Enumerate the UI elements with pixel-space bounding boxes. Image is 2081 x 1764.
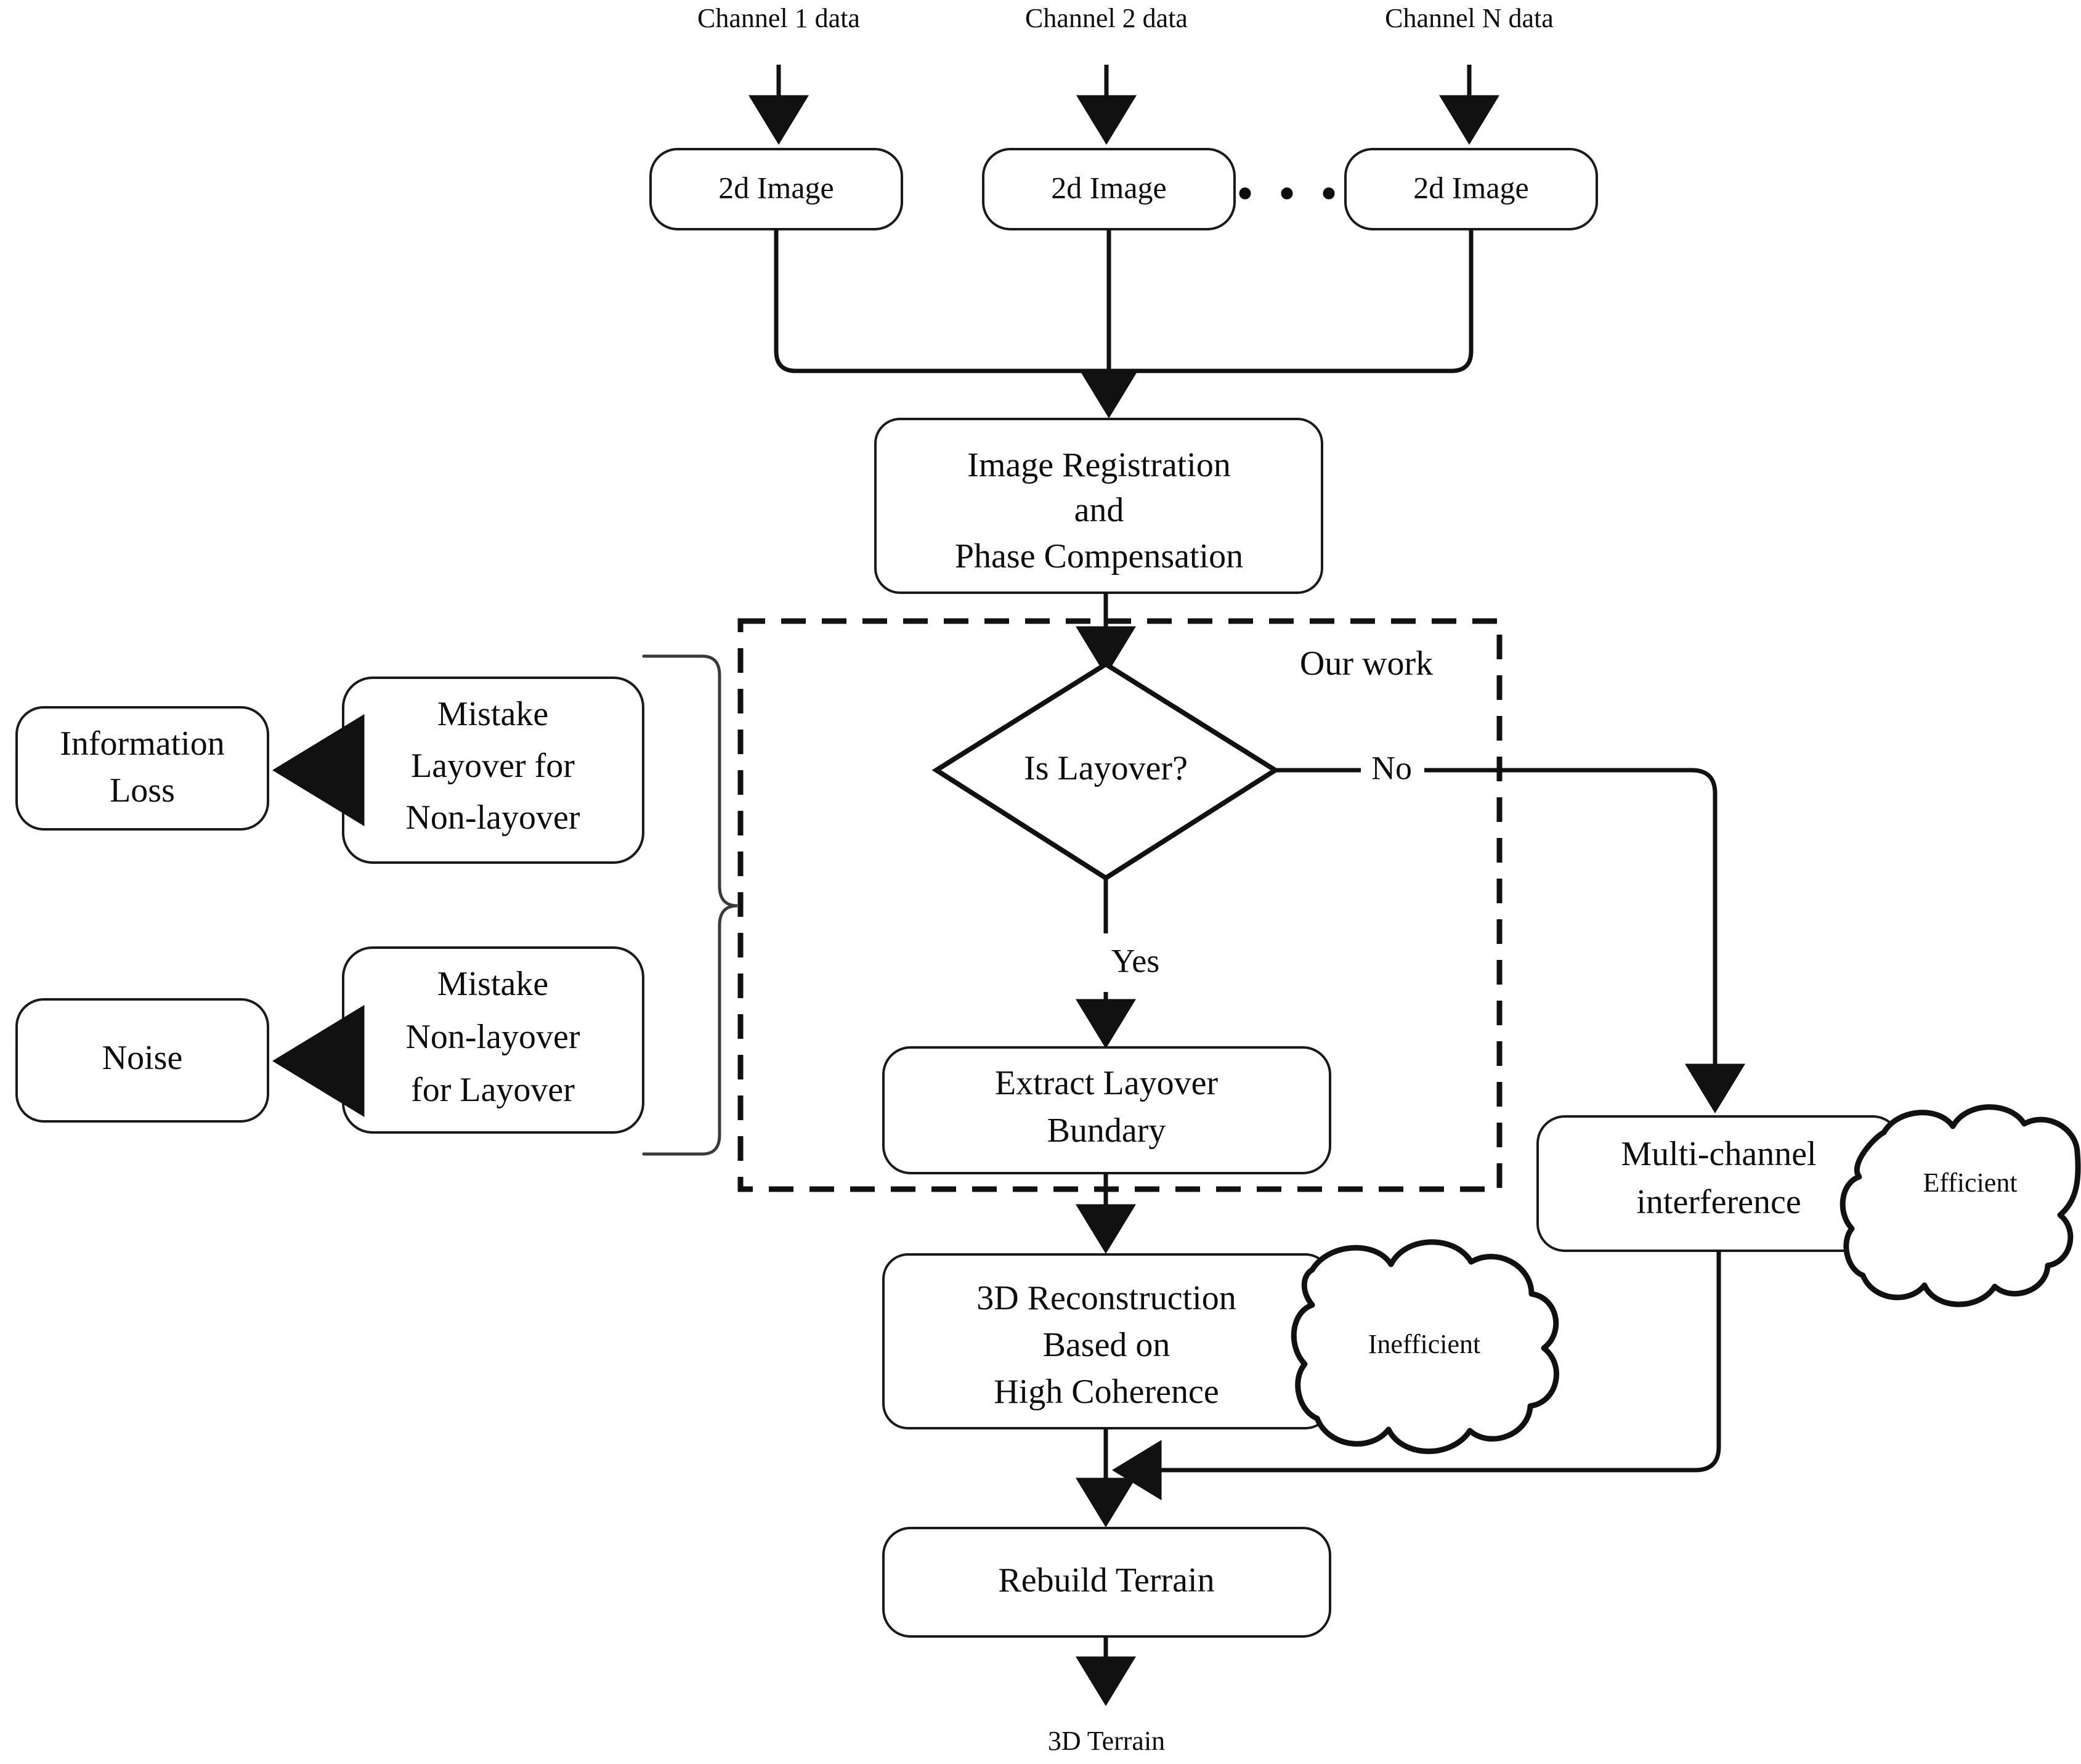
merge-line-left <box>774 229 1101 373</box>
brace-error-cases <box>642 654 738 1156</box>
node-information-loss-line1: Information <box>60 725 224 763</box>
node-image-registration-line2: and <box>1074 491 1124 529</box>
node-information-loss-line2: Loss <box>110 771 175 810</box>
node-information-loss[interactable] <box>15 706 269 831</box>
edge-multichannel-return <box>1152 1251 1721 1473</box>
ellipsis-between-channels: • • • <box>1236 166 1344 221</box>
node-mistake-layover-line2: Layover for <box>411 747 575 785</box>
node-mistake-layover-line1: Mistake <box>437 695 548 733</box>
node-recon-line3: High Coherence <box>994 1373 1219 1411</box>
cloud-inefficient-label: Inefficient <box>1368 1329 1480 1359</box>
edge-label-yes: Yes <box>1111 942 1160 979</box>
edge-no-route <box>1424 768 1718 1087</box>
node-image-registration-line1: Image Registration <box>967 446 1231 484</box>
caption-3d-terrain-output: 3D Terrain <box>1048 1726 1165 1756</box>
node-image-registration-line3: Phase Compensation <box>955 537 1243 575</box>
node-2d-image-n-label: 2d Image <box>1413 170 1528 205</box>
node-extract-line1: Extract Layover <box>995 1064 1219 1102</box>
node-mistake-nonlayover-line3: for Layover <box>411 1071 575 1109</box>
node-mistake-nonlayover-line2: Non-layover <box>405 1018 580 1056</box>
node-multichannel-line2: interference <box>1636 1183 1801 1221</box>
node-2d-image-2-label: 2d Image <box>1051 170 1166 205</box>
node-extract-line2: Bundary <box>1047 1112 1166 1150</box>
cloud-efficient-label: Efficient <box>1923 1168 2017 1198</box>
node-mistake-layover-line3: Non-layover <box>405 799 580 837</box>
node-recon-line2: Based on <box>1043 1326 1170 1364</box>
node-noise[interactable] <box>15 998 269 1123</box>
caption-channel-n: Channel N data <box>1385 3 1554 33</box>
edge-label-no: No <box>1371 749 1412 786</box>
caption-channel-1: Channel 1 data <box>697 3 860 33</box>
node-rebuild-terrain-label: Rebuild Terrain <box>998 1561 1214 1599</box>
our-work-label: Our work <box>1300 644 1433 683</box>
cloud-efficient <box>1840 1104 2081 1307</box>
node-image-registration[interactable] <box>874 418 1323 594</box>
node-multichannel-line1: Multi-channel <box>1621 1135 1816 1173</box>
our-work-dashed-region <box>737 618 1503 1192</box>
node-mistake-nonlayover-line1: Mistake <box>437 965 548 1003</box>
caption-channel-2: Channel 2 data <box>1025 3 1188 33</box>
cloud-inefficient <box>1291 1239 1559 1454</box>
node-recon-line1: 3D Reconstruction <box>976 1279 1236 1317</box>
node-noise-label: Noise <box>102 1039 183 1077</box>
node-2d-image-1-label: 2d Image <box>718 170 834 205</box>
merge-line-right <box>1116 229 1474 373</box>
node-decision-label: Is Layover? <box>1024 749 1188 787</box>
